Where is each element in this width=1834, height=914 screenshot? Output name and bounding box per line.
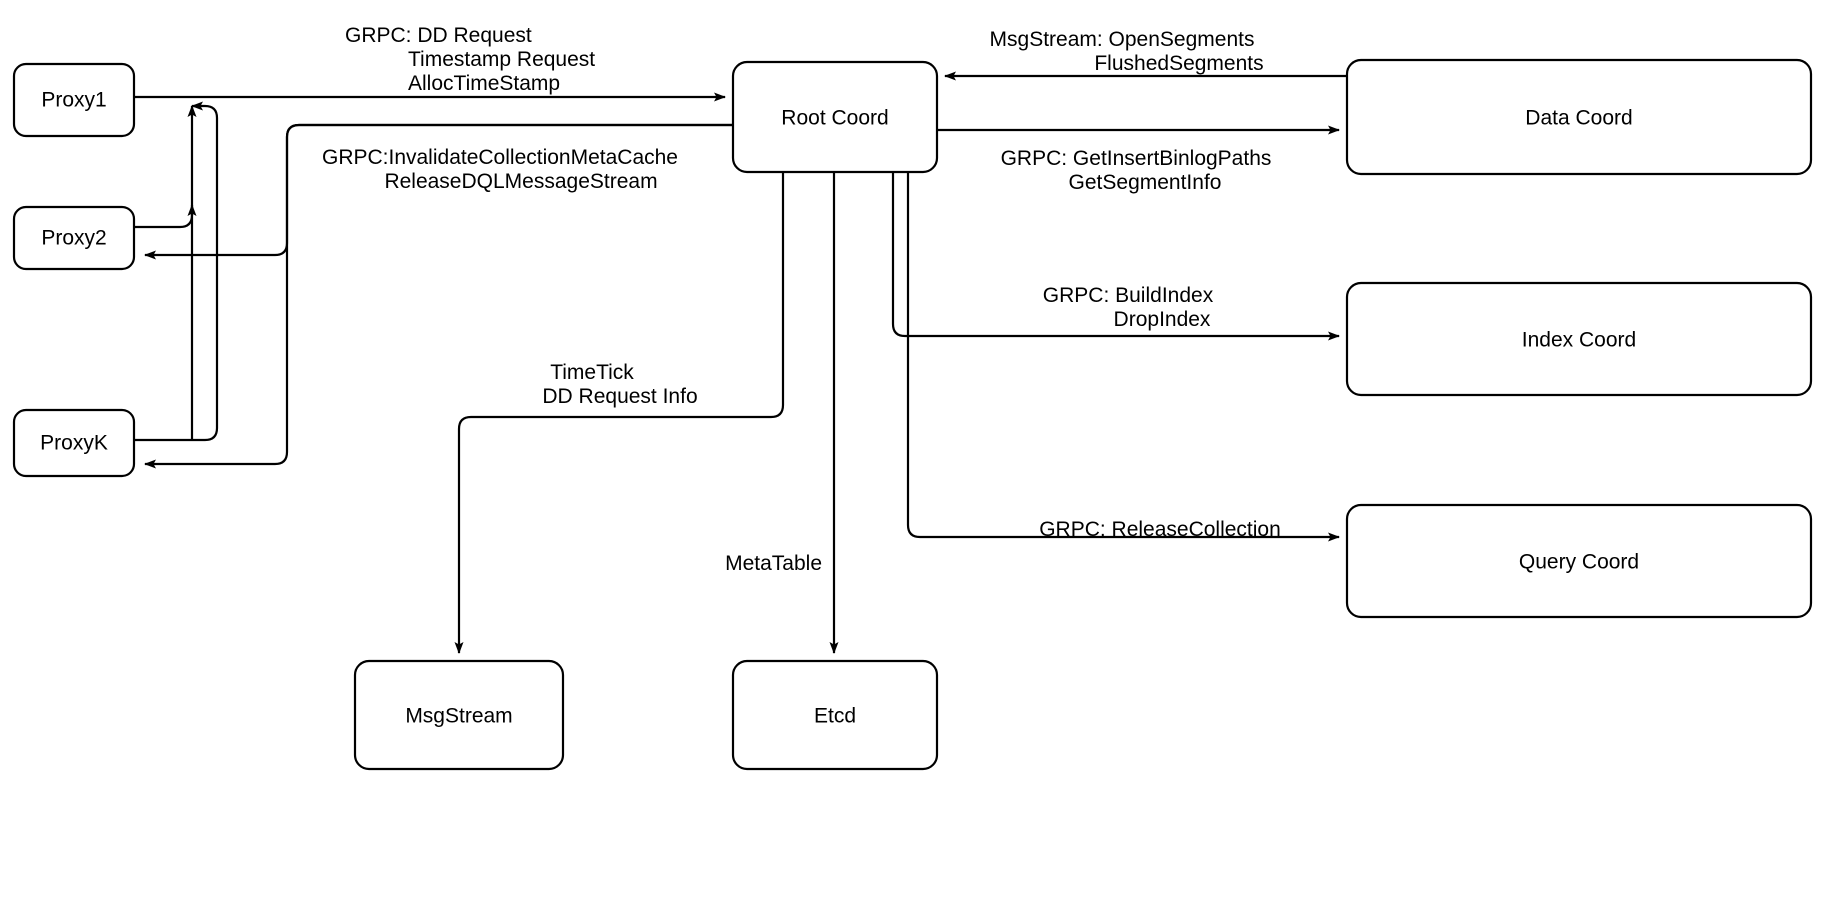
node-proxyk[interactable]: ProxyK — [12, 408, 136, 478]
node-datacoord-shape[interactable] — [1345, 58, 1813, 176]
edge-label-root-to-etcd: MetaTable — [725, 552, 822, 575]
node-indexcoord-shape[interactable] — [1345, 281, 1813, 397]
node-indexcoord-label: Index Coord — [1522, 329, 1636, 352]
edge-label-root-to-msgstream-line-1: TimeTick — [550, 361, 634, 384]
node-rootcoord[interactable]: Root Coord — [731, 60, 939, 174]
node-proxyk-shape[interactable] — [12, 408, 136, 478]
node-proxyk-label: ProxyK — [40, 432, 108, 455]
edge-label-datacoord-to-root-line-2: FlushedSegments — [1094, 52, 1263, 75]
edge-label-root-to-etcd-line-1: MetaTable — [725, 552, 822, 575]
node-proxy1[interactable]: Proxy1 — [12, 62, 136, 138]
node-proxy2[interactable]: Proxy2 — [12, 205, 136, 271]
node-querycoord[interactable]: Query Coord — [1345, 503, 1813, 619]
edge-label-root-to-proxy-line-2: ReleaseDQLMessageStream — [384, 170, 657, 193]
node-querycoord-shape[interactable] — [1345, 503, 1813, 619]
edge-rootcoord-to-querycoord — [906, 172, 1340, 542]
node-etcd-label: Etcd — [814, 705, 856, 728]
edge-proxyk-to-rootcoord — [134, 101, 219, 442]
edge-label-proxy-to-root-line-1: GRPC: DD Request — [345, 24, 532, 47]
node-rootcoord-shape[interactable] — [731, 60, 939, 174]
edge-rootcoord-to-proxy1-branch — [144, 123, 733, 260]
nodes-group: Proxy1 Proxy2 ProxyK Root Coord Data Coo… — [12, 58, 1813, 771]
edges-group — [134, 71, 1347, 654]
edge-rootcoord-to-indexcoord — [891, 172, 1340, 341]
node-proxy2-label: Proxy2 — [41, 227, 106, 250]
node-proxy1-label: Proxy1 — [41, 89, 106, 112]
node-proxy2-shape[interactable] — [12, 205, 136, 271]
edge-label-root-to-querycoord-line-1: GRPC: ReleaseCollection — [1039, 518, 1281, 541]
edge-proxy2-to-rootcoord — [134, 204, 197, 229]
edge-label-proxy-to-root-line-3: AllocTimeStamp — [408, 72, 560, 95]
node-msgstream[interactable]: MsgStream — [353, 659, 565, 771]
node-msgstream-shape[interactable] — [353, 659, 565, 771]
node-datacoord[interactable]: Data Coord — [1345, 58, 1813, 176]
node-datacoord-label: Data Coord — [1525, 107, 1632, 130]
edge-label-datacoord-to-root: MsgStream: OpenSegments FlushedSegments — [990, 28, 1264, 75]
edge-label-root-to-proxy-line-1: GRPC:InvalidateCollectionMetaCache — [322, 146, 678, 169]
node-msgstream-label: MsgStream — [405, 705, 512, 728]
node-indexcoord[interactable]: Index Coord — [1345, 281, 1813, 397]
node-etcd[interactable]: Etcd — [731, 659, 939, 771]
edge-label-root-to-querycoord: GRPC: ReleaseCollection — [1039, 518, 1281, 541]
edge-label-root-to-indexcoord-line-1: GRPC: BuildIndex — [1043, 284, 1214, 307]
node-etcd-shape[interactable] — [731, 659, 939, 771]
edge-labels-group: GRPC: DD Request Timestamp Request Alloc… — [322, 24, 1281, 575]
edge-label-root-to-msgstream-line-2: DD Request Info — [542, 385, 697, 408]
edge-label-root-to-proxy: GRPC:InvalidateCollectionMetaCache Relea… — [322, 146, 678, 193]
node-proxy1-shape[interactable] — [12, 62, 136, 138]
edge-label-proxy-to-root: GRPC: DD Request Timestamp Request Alloc… — [345, 24, 595, 95]
node-rootcoord-label: Root Coord — [781, 107, 888, 130]
edge-label-root-to-datacoord-line-1: GRPC: GetInsertBinlogPaths — [1001, 147, 1272, 170]
edge-label-root-to-msgstream: TimeTick DD Request Info — [542, 361, 697, 408]
edge-label-root-to-datacoord: GRPC: GetInsertBinlogPaths GetSegmentInf… — [1001, 147, 1272, 194]
edge-label-root-to-datacoord-line-2: GetSegmentInfo — [1069, 171, 1222, 194]
edge-label-root-to-indexcoord-line-2: DropIndex — [1114, 308, 1211, 331]
node-querycoord-label: Query Coord — [1519, 551, 1639, 574]
edge-label-datacoord-to-root-line-1: MsgStream: OpenSegments — [990, 28, 1255, 51]
edge-label-proxy-to-root-line-2: Timestamp Request — [408, 48, 595, 71]
edge-rootcoord-to-msgstream — [454, 172, 785, 654]
edge-label-root-to-indexcoord: GRPC: BuildIndex DropIndex — [1043, 284, 1214, 331]
